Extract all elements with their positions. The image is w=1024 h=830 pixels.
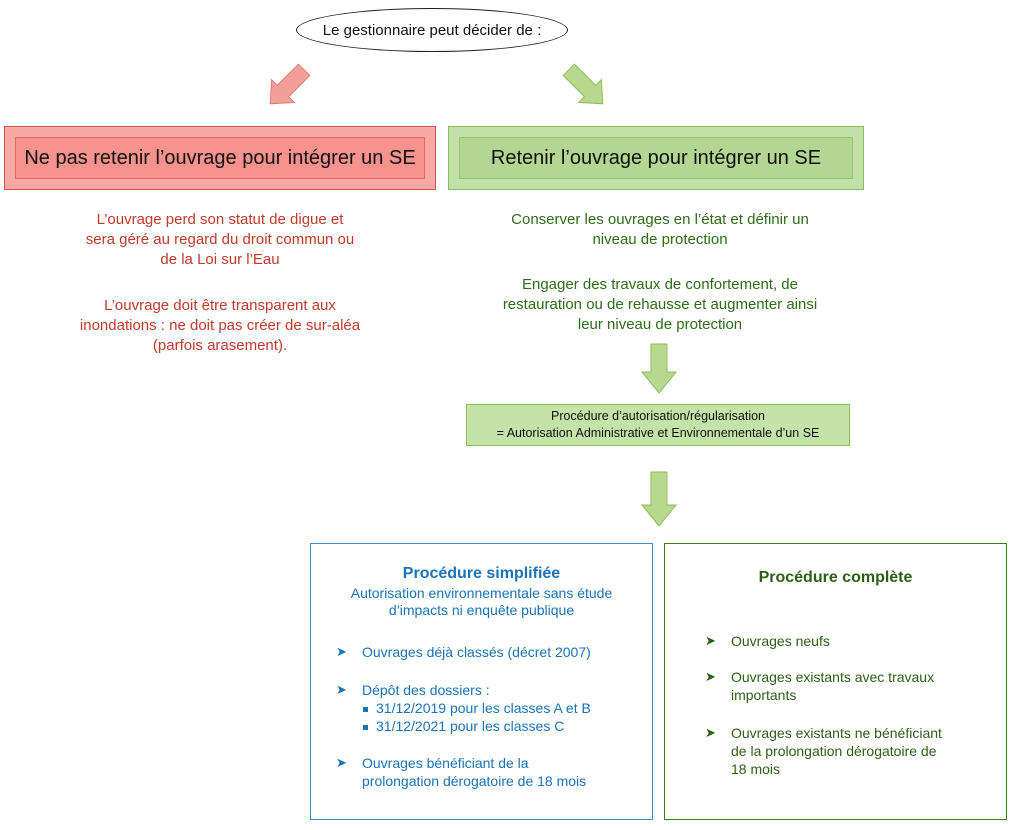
subtitle-line: d’impacts ni enquête publique: [388, 602, 575, 618]
retain-box: Retenir l’ouvrage pour intégrer un SE: [448, 126, 864, 190]
not-retain-box: Ne pas retenir l’ouvrage pour intégrer u…: [4, 126, 436, 190]
simplified-bullet: ➤ Ouvrages déjà classés (décret 2007): [336, 644, 591, 660]
retain-line: Conserver les ouvrages en l’état et défi…: [511, 211, 809, 228]
retain-line: restauration ou de rehausse et augmenter…: [502, 296, 818, 313]
retain-line: leur niveau de protection: [577, 316, 743, 333]
arrow-bullet-icon: ➤: [705, 669, 716, 684]
not-retain-consequence-text: L’ouvrage perd son statut de digue et se…: [20, 210, 420, 270]
arrow-bullet-icon: ➤: [705, 725, 716, 740]
not-retain-requirement-text: L’ouvrage doit être transparent aux inon…: [20, 296, 420, 356]
arrow-down-to-procedures: [640, 471, 678, 527]
simplified-sub-bullet: 31/12/2021 pour les classes C: [363, 717, 564, 735]
complete-bullet: ➤ Ouvrages neufs: [705, 633, 830, 649]
simplified-procedure-card: Procédure simplifiée Autorisation enviro…: [310, 543, 653, 820]
retain-line: Engager des travaux de confortement, de: [521, 276, 798, 293]
simplified-bullet: ➤ Dépôt des dossiers :: [336, 682, 490, 698]
not-retain-label: Ne pas retenir l’ouvrage pour intégrer u…: [24, 146, 416, 169]
retain-label: Retenir l’ouvrage pour intégrer un SE: [490, 146, 822, 169]
not-retain-line: sera géré au regard du droit commun ou: [85, 231, 355, 248]
retain-line: niveau de protection: [592, 231, 728, 248]
not-retain-line: L’ouvrage doit être transparent aux: [104, 297, 336, 314]
simplified-sub-bullet: 31/12/2019 pour les classes A et B: [363, 699, 591, 717]
simplified-bullet: ➤ Ouvrages bénéficiant de la prolongatio…: [336, 755, 587, 789]
complete-procedure-card: Procédure complète ➤ Ouvrages neufs ➤ Ou…: [664, 543, 1007, 820]
complete-title: Procédure complète: [758, 569, 913, 586]
not-retain-line: inondations : ne doit pas créer de sur-a…: [79, 317, 361, 334]
square-bullet-icon: [363, 706, 368, 712]
procedure-line: = Autorisation Administrative et Environ…: [496, 426, 820, 440]
complete-bullet: ➤ Ouvrages existants avec travaux import…: [705, 669, 935, 703]
decision-start-label: Le gestionnaire peut décider de :: [322, 21, 542, 39]
simplified-title: Procédure simplifiée: [402, 565, 561, 582]
not-retain-line: L’ouvrage perd son statut de digue et: [96, 211, 344, 228]
simplified-subtitle: Autorisation environnementale sans étude…: [311, 585, 652, 619]
retain-option-works: Engager des travaux de confortement, de …: [450, 275, 870, 335]
retain-option-preserve: Conserver les ouvrages en l’état et défi…: [450, 210, 870, 250]
arrow-bullet-icon: ➤: [336, 644, 347, 659]
decision-start-oval: Le gestionnaire peut décider de :: [296, 8, 568, 52]
not-retain-line: (parfois arasement).: [152, 337, 288, 354]
arrow-bullet-icon: ➤: [705, 633, 716, 648]
arrow-bullet-icon: ➤: [336, 682, 347, 697]
complete-bullet: ➤ Ouvrages existants ne bénéficiant de l…: [705, 725, 942, 777]
not-retain-line: de la Loi sur l’Eau: [160, 251, 280, 268]
arrow-down-to-procedure: [640, 343, 678, 394]
arrow-to-retain: [562, 63, 604, 105]
arrow-bullet-icon: ➤: [336, 755, 347, 770]
square-bullet-icon: [363, 724, 368, 730]
arrow-to-not-retain: [269, 63, 311, 105]
subtitle-line: Autorisation environnementale sans étude: [350, 585, 613, 601]
authorization-procedure-box: Procédure d’autorisation/régularisation …: [466, 404, 850, 446]
procedure-line: Procédure d’autorisation/régularisation: [550, 409, 765, 423]
